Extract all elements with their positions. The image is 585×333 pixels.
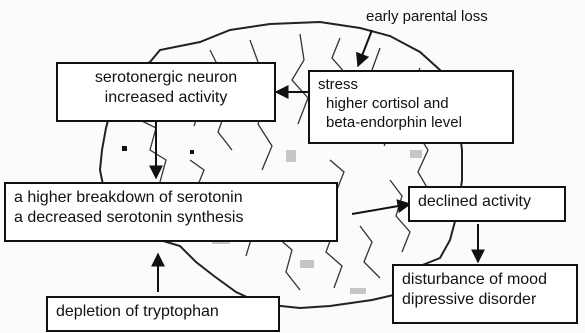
serotonergic-neuron-box: serotonergic neuron increased activity <box>56 62 276 122</box>
mood-line1: disturbance of mood <box>402 270 568 290</box>
serotonergic-line1: serotonergic neuron <box>66 68 266 88</box>
breakdown-line1: a higher breakdown of serotonin <box>14 188 328 208</box>
declined-activity-box: declined activity <box>408 186 566 222</box>
arrow-early-loss-to-stress <box>358 30 372 66</box>
arrow-breakdown-to-declined <box>352 204 410 214</box>
serotonin-breakdown-box: a higher breakdown of serotonin a decrea… <box>4 182 338 242</box>
serotonergic-line2: increased activity <box>66 88 266 108</box>
declined-text: declined activity <box>418 192 556 212</box>
tryptophan-text: depletion of tryptophan <box>56 302 270 322</box>
stress-line1: stress <box>318 76 504 95</box>
early-parental-loss-label: early parental loss <box>366 8 488 26</box>
stress-box: stress higher cortisol and beta-endorphi… <box>308 70 514 144</box>
breakdown-line2: a decreased serotonin synthesis <box>14 208 328 228</box>
tryptophan-box: depletion of tryptophan <box>46 296 280 332</box>
mood-line2: dipressive disorder <box>402 290 568 310</box>
stress-line3: beta-endorphin level <box>318 114 504 133</box>
mood-disturbance-box: disturbance of mood dipressive disorder <box>392 264 578 324</box>
stress-line2: higher cortisol and <box>318 95 504 114</box>
